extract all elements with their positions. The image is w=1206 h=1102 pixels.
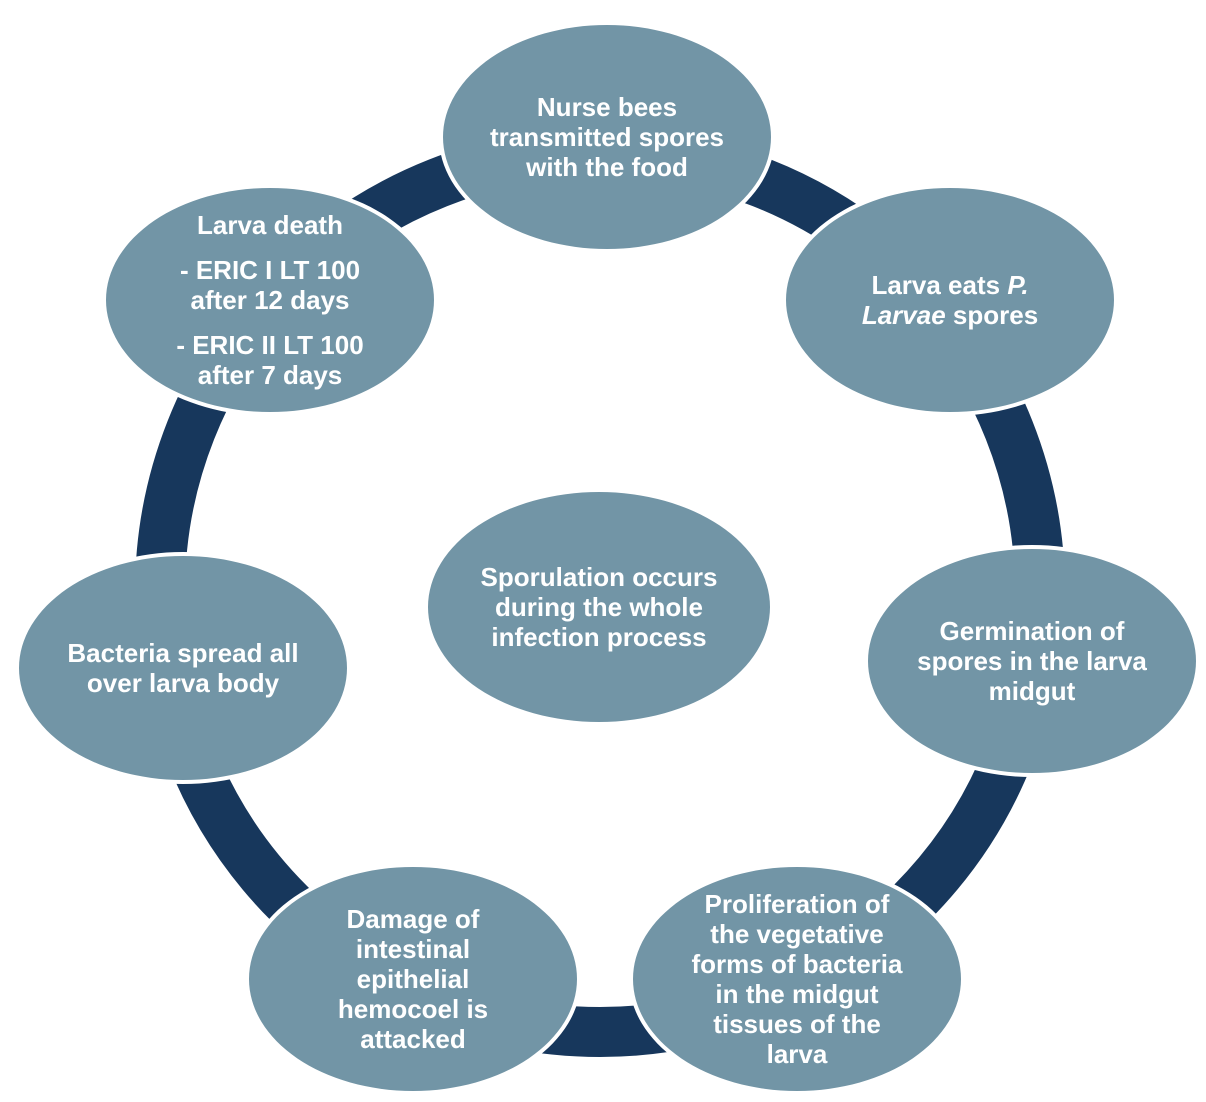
node-label: Sporulation occurs during the whole infe… xyxy=(480,562,718,652)
node-label: Larva eats P. Larvae spores xyxy=(840,270,1060,330)
node-damage: Damage of intestinal epithelial hemocoel… xyxy=(245,863,581,1095)
node-label: Damage of intestinal epithelial hemocoel… xyxy=(337,904,489,1054)
node-label: Bacteria spread all over larva body xyxy=(67,638,299,698)
node-larva-eats: Larva eats P. Larvae spores xyxy=(782,184,1118,416)
node-label: Germination of spores in the larva midgu… xyxy=(917,616,1147,706)
node-proliferation: Proliferation of the vegetative forms of… xyxy=(629,863,965,1095)
node-germination: Germination of spores in the larva midgu… xyxy=(864,545,1200,777)
node-label-italic-part: P. Larvae xyxy=(861,270,1029,330)
node-larva-death: Larva death - ERIC I LT 100 after 12 day… xyxy=(102,184,438,416)
node-label-item: - ERIC II LT 100 after 7 days xyxy=(176,330,364,390)
node-label-part: Larva eats xyxy=(871,270,1008,300)
node-nurse-bees: Nurse bees transmitted spores with the f… xyxy=(439,21,775,253)
node-label: Larva death - ERIC I LT 100 after 12 day… xyxy=(163,210,377,390)
node-label-part: spores xyxy=(945,300,1039,330)
node-label-item: - ERIC I LT 100 after 12 days xyxy=(179,255,361,315)
node-bacteria-spread: Bacteria spread all over larva body xyxy=(15,552,351,784)
node-label: Nurse bees transmitted spores with the f… xyxy=(489,92,725,182)
node-sporulation-center: Sporulation occurs during the whole infe… xyxy=(424,488,774,726)
node-label-title: Larva death xyxy=(197,210,343,240)
node-label: Proliferation of the vegetative forms of… xyxy=(691,889,903,1069)
